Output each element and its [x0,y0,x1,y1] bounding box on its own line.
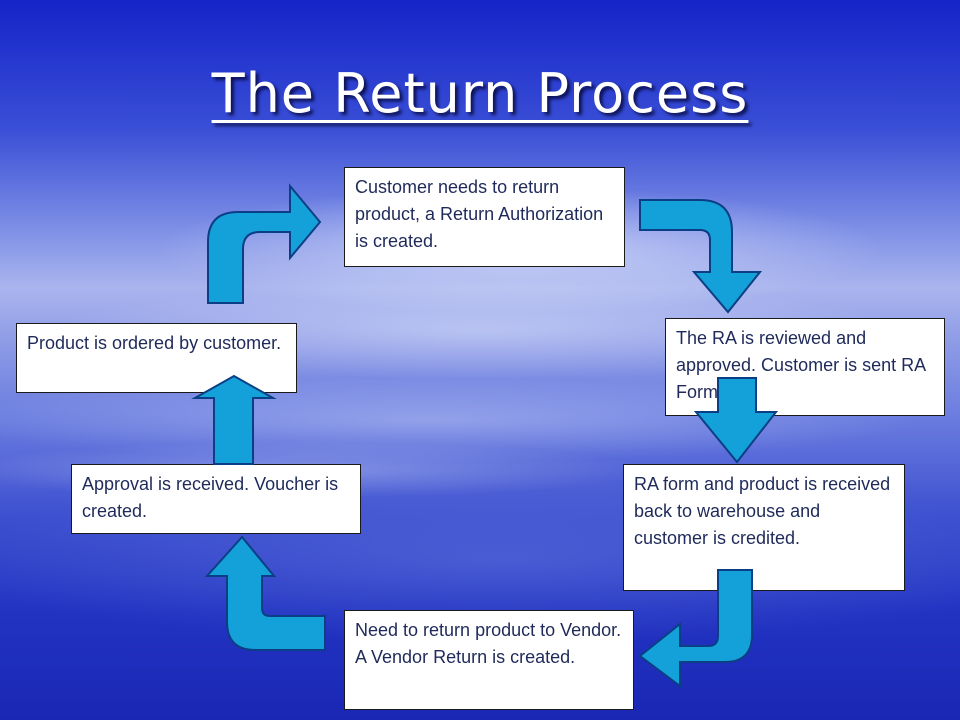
step-customer-needs-box: Customer needs to return product, a Retu… [344,167,625,267]
arrow-ordered-to-customer-needs [207,183,322,304]
step-ordered-box: Product is ordered by customer. [16,323,297,393]
arrow-vendor-return-to-approval [204,535,326,651]
arrow-ra-reviewed-to-ra-received [693,377,779,464]
step-ra-received-box: RA form and product is received back to … [623,464,905,591]
page-title: The Return Process [211,62,749,125]
step-ra-reviewed-box: The RA is reviewed and approved. Custome… [665,318,945,416]
arrow-customer-needs-to-ra-reviewed [639,199,763,314]
arrow-ra-received-to-vendor-return [638,569,753,688]
step-approval-box: Approval is received. Voucher is created… [71,464,361,534]
arrow-approval-to-ordered [191,374,277,465]
step-vendor-return-box: Need to return product to Vendor. A Vend… [344,610,634,710]
